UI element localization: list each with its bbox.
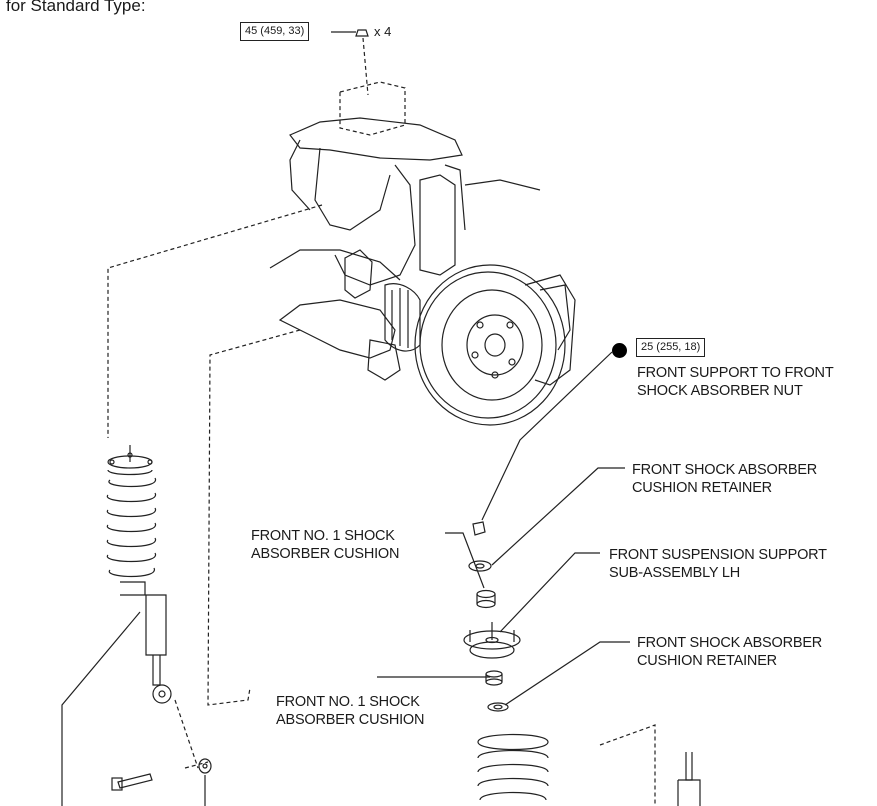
upper-cushion [476,589,496,609]
non-reusable-part-icon [612,343,627,358]
coil-over-strut [106,445,172,704]
label-retainer-upper-line1: FRONT SHOCK ABSORBER [632,462,818,478]
label-cushion-lower: FRONT NO. 1 SHOCK ABSORBER CUSHION [276,693,424,729]
leader-lines [61,351,630,806]
assembly-guide-lines [107,37,656,806]
label-support-nut: FRONT SUPPORT TO FRONT SHOCK ABSORBER NU… [637,364,834,400]
lower-cushion [485,670,503,686]
label-cushion-upper-line2: ABSORBER CUSHION [251,546,400,562]
label-support-sub-line2: SUB-ASSEMBLY LH [609,565,741,581]
label-retainer-upper-line2: CUSHION RETAINER [632,480,772,496]
strut-lower-bolt [111,758,212,791]
label-support-nut-line1: FRONT SUPPORT TO FRONT [637,365,834,381]
lower-retainer [487,702,509,712]
torque-spec-support-nut: 25 (255, 18) [636,338,706,357]
page-heading: for Standard Type: [6,0,146,15]
label-cushion-lower-line2: ABSORBER CUSHION [276,712,425,728]
label-retainer-upper: FRONT SHOCK ABSORBER CUSHION RETAINER [632,461,817,497]
torque-spec-mount-nut: 45 (459, 33) [240,22,310,41]
label-retainer-lower: FRONT SHOCK ABSORBER CUSHION RETAINER [637,634,822,670]
label-support-nut-line2: SHOCK ABSORBER NUT [637,383,803,399]
brake-rotor [414,264,576,426]
coil-spring [477,733,549,801]
upper-retainer [468,560,492,572]
label-retainer-lower-line1: FRONT SHOCK ABSORBER [637,635,823,651]
label-support-sub-assembly: FRONT SUSPENSION SUPPORT SUB-ASSEMBLY LH [609,546,827,582]
support-sub-assembly [463,622,521,659]
label-cushion-lower-line1: FRONT NO. 1 SHOCK [276,694,420,710]
steering-knuckle-assembly [269,117,541,381]
upper-nut [472,521,486,536]
shock-absorber [677,752,701,806]
label-retainer-lower-line2: CUSHION RETAINER [637,653,777,669]
label-cushion-upper-line1: FRONT NO. 1 SHOCK [251,528,395,544]
label-cushion-upper: FRONT NO. 1 SHOCK ABSORBER CUSHION [251,527,399,563]
mounting-nut [331,29,369,37]
label-support-sub-line1: FRONT SUSPENSION SUPPORT [609,547,827,563]
quantity-label: x 4 [374,24,392,39]
